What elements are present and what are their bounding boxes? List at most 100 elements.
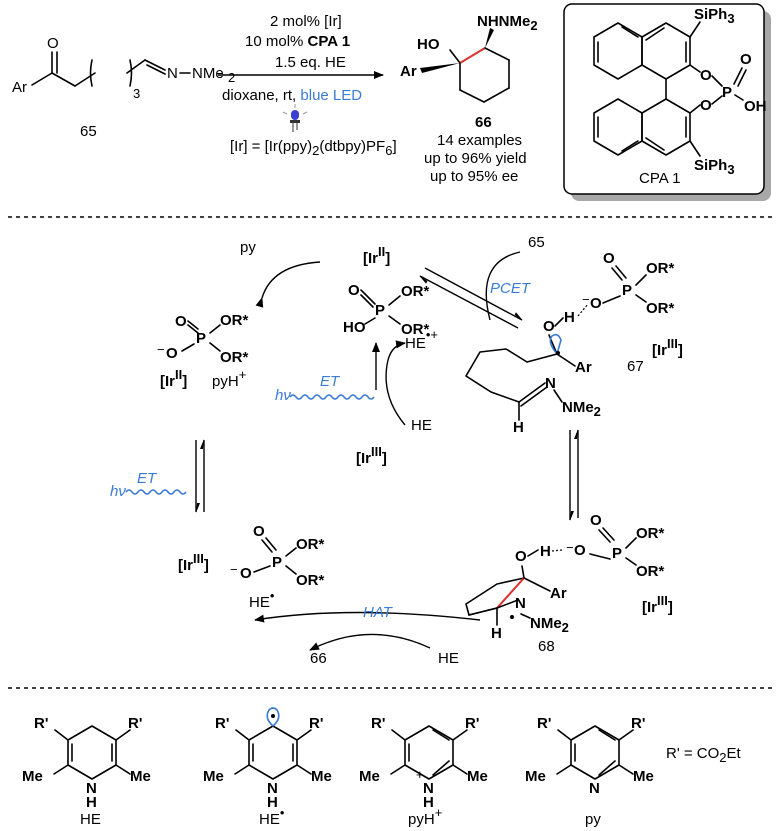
product-ar: Ar (400, 63, 417, 80)
svg-text:R': R' (631, 715, 645, 732)
product-66: NHNMe2 HO Ar 66 14 examples up to 96% yi… (400, 13, 538, 185)
svg-text:O: O (574, 542, 586, 559)
svg-text:Me: Me (130, 768, 151, 785)
svg-text:NHNMe2: NHNMe2 (477, 13, 538, 33)
label-68: 68 (538, 638, 555, 655)
svg-text:N: N (515, 595, 526, 612)
led-icon (282, 104, 308, 132)
svg-text:14 examples: 14 examples (437, 132, 522, 149)
svg-text:P: P (622, 282, 632, 299)
svg-text:O: O (700, 67, 712, 84)
svg-text:O: O (515, 548, 527, 565)
pcet-label: PCET (490, 280, 532, 297)
svg-text:P: P (612, 545, 622, 562)
substrate-label: 65 (80, 123, 97, 140)
svg-text:N: N (589, 780, 600, 797)
svg-text:[IrII]: [IrII] (160, 367, 187, 390)
svg-text:O: O (166, 345, 178, 362)
svg-text:Me: Me (359, 768, 380, 785)
svg-text:dioxane, rt, blue LED: dioxane, rt, blue LED (222, 87, 362, 104)
svg-text:O: O (253, 523, 265, 540)
svg-text:pyH+: pyH+ (408, 805, 442, 828)
svg-text:up to 95% ee: up to 95% ee (430, 168, 518, 185)
phosphate-left: O P OR* OR* O − [IrII] pyH+ (157, 312, 249, 390)
svg-text:O: O (543, 318, 555, 335)
svg-text:SiPh3: SiPh3 (694, 157, 735, 177)
svg-text:hν: hν (275, 387, 291, 404)
svg-text:ET: ET (137, 470, 158, 487)
svg-text:O: O (240, 565, 252, 582)
svg-text:OR*: OR* (636, 563, 665, 580)
phosphoric-acid-top: O P OR* HO OR* (343, 282, 430, 338)
svg-text:Me: Me (311, 768, 332, 785)
svg-text:hν: hν (110, 483, 126, 500)
svg-text:NMe2: NMe2 (562, 399, 601, 419)
label-65: 65 (528, 234, 545, 251)
substrate-ar: Ar (12, 79, 27, 96)
arrow-py-release (255, 261, 321, 308)
svg-text:[Ir] = [Ir(ppy)2(dtbpy)PF6]: [Ir] = [Ir(ppy)2(dtbpy)PF6] (230, 138, 397, 158)
svg-text:HE•: HE• (249, 588, 275, 611)
svg-text:Ar: Ar (550, 585, 567, 602)
svg-text:OR*: OR* (646, 260, 675, 277)
svg-text:OR*: OR* (296, 572, 325, 589)
light-wave-center (289, 394, 375, 400)
svg-text:−: − (230, 562, 238, 577)
svg-text:Ar: Ar (575, 359, 592, 376)
svg-text:H: H (564, 309, 575, 326)
cpa-structure: SiPh3 SiPh3 O O P O OH (593, 6, 767, 177)
svg-text:R': R' (309, 715, 323, 732)
svg-text:OR*: OR* (220, 349, 249, 366)
svg-text:O: O (700, 97, 712, 114)
svg-text:R': R' (537, 715, 551, 732)
substrate-o: O (47, 35, 59, 52)
svg-text:Me: Me (525, 768, 546, 785)
svg-text:O: O (740, 51, 752, 68)
rprime-definition: R' = CO2Et (666, 745, 742, 765)
cpa-box: SiPh3 SiPh3 O O P O OH CPA 1 (563, 3, 771, 201)
svg-text:H: H (86, 794, 97, 811)
cpa-label: CPA 1 (639, 170, 680, 187)
conditions: 2 mol% [Ir] 10 mol% CPA 1 1.5 eq. HE dio… (218, 13, 397, 158)
svg-text:OR*: OR* (401, 283, 430, 300)
svg-text:[IrIII]: [IrIII] (642, 593, 673, 616)
svg-text:O: O (175, 313, 187, 330)
svg-text:−: − (566, 540, 574, 555)
svg-text:Me: Me (467, 768, 488, 785)
svg-text:OR*: OR* (296, 536, 325, 553)
svg-text:10 mol% CPA 1: 10 mol% CPA 1 (245, 33, 350, 50)
bottom-structures: R' R' Me Me N H HE R' R' Me Me N (22, 707, 742, 828)
svg-text:NMe2: NMe2 (530, 615, 569, 635)
svg-text:Me: Me (203, 768, 224, 785)
phosphate-67: O P OR* OR* O − [IrIII] (582, 250, 683, 359)
arrow-hat (254, 611, 481, 623)
svg-text:R': R' (465, 715, 479, 732)
svg-text:R': R' (34, 715, 48, 732)
substrate-subscript: 3 (133, 86, 140, 101)
substrate-nme: NMe (192, 65, 224, 82)
svg-text:Me: Me (22, 768, 43, 785)
svg-text:[IrIII]: [IrIII] (178, 551, 209, 574)
svg-text:R': R' (371, 715, 385, 732)
svg-text:1.5 eq. HE: 1.5 eq. HE (275, 54, 346, 71)
he-cycle: HE (438, 650, 459, 667)
svg-text:pyH+: pyH+ (212, 367, 246, 390)
phosphate-bottom-left: O P OR* OR* O − [IrIII] HE• (178, 523, 325, 611)
svg-text:H: H (491, 625, 502, 642)
svg-text:R': R' (215, 715, 229, 732)
struct-he-radical: R' R' Me Me N H HE• (203, 707, 332, 828)
svg-text:HE: HE (80, 811, 101, 828)
label-67: 67 (627, 358, 644, 375)
svg-text:HO: HO (343, 319, 366, 336)
svg-text:H: H (423, 794, 434, 811)
svg-text:OR*: OR* (646, 300, 675, 317)
svg-text:O: O (603, 250, 615, 267)
svg-text:up to 96% yield: up to 96% yield (424, 150, 527, 167)
svg-text:H: H (267, 794, 278, 811)
svg-text:HE: HE (411, 417, 432, 434)
svg-text:SiPh3: SiPh3 (694, 6, 735, 26)
svg-text:N: N (267, 780, 278, 797)
product-label: 66 (475, 114, 492, 131)
intermediate-68: O H Ar N NMe2 H 68 (465, 543, 569, 655)
svg-text:[IrIII]: [IrIII] (356, 444, 387, 467)
